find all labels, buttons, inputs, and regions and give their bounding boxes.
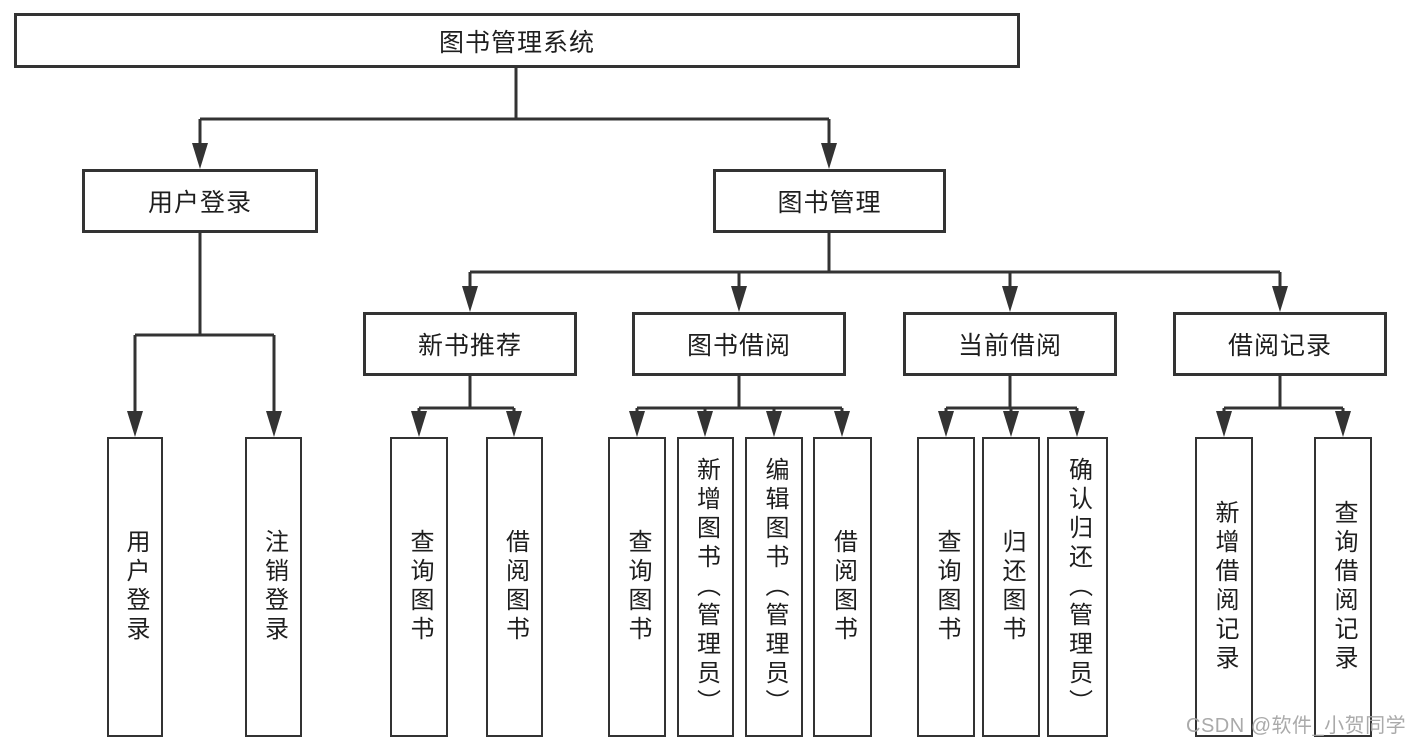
arrow-leaf-borrow-records-1 (1216, 411, 1232, 437)
arrow-leaf-book-borrow-4 (834, 411, 850, 437)
node-book-borrow-label: 图书借阅 (686, 332, 791, 360)
leaf-current-return: 归还图书 (982, 437, 1040, 737)
leaf-user-login-label: 用户登录 (122, 529, 149, 645)
leaf-logout: 注销登录 (245, 437, 302, 737)
arrow-book-mgmt (821, 143, 837, 169)
arrow-leaf-new-book-1 (411, 411, 427, 437)
arrow-leaf-book-borrow-2 (697, 411, 713, 437)
node-current-borrow: 当前借阅 (903, 312, 1117, 376)
node-new-book-rec: 新书推荐 (363, 312, 577, 376)
leaf-borrow-query: 查询图书 (608, 437, 666, 737)
leaf-newbook-borrow: 借阅图书 (486, 437, 543, 737)
leaf-newbook-borrow-label: 借阅图书 (501, 529, 529, 645)
arrow-leaf-current-borrow-1 (938, 411, 954, 437)
arrow-leaf-borrow-records-2 (1335, 411, 1351, 437)
node-root-system: 图书管理系统 (14, 13, 1020, 68)
arrow-new-book (462, 286, 478, 312)
arrow-leaf-user-login-1 (127, 411, 143, 437)
arrow-user-login (192, 143, 208, 169)
leaf-borrow-add-admin-label: 新增图书（管理员） (692, 456, 720, 718)
node-book-mgmt: 图书管理 (713, 169, 946, 233)
node-book-borrow: 图书借阅 (632, 312, 846, 376)
leaf-current-confirm-admin: 确认归还（管理员） (1047, 437, 1108, 737)
leaf-newbook-query-label: 查询图书 (406, 529, 433, 645)
leaf-records-add: 新增借阅记录 (1195, 437, 1253, 737)
leaf-borrow-book: 借阅图书 (813, 437, 872, 737)
arrow-leaf-current-borrow-3 (1069, 411, 1085, 437)
node-book-mgmt-label: 图书管理 (777, 189, 882, 217)
node-current-borrow-label: 当前借阅 (957, 332, 1062, 360)
leaf-borrow-add-admin: 新增图书（管理员） (677, 437, 734, 737)
leaf-records-query-label: 查询借阅记录 (1330, 500, 1357, 674)
node-new-book-rec-label: 新书推荐 (417, 332, 522, 360)
arrow-current-borrow (1002, 286, 1018, 312)
leaf-current-confirm-admin-label: 确认归还（管理员） (1064, 456, 1092, 718)
leaf-user-login: 用户登录 (107, 437, 163, 737)
leaf-borrow-edit-admin: 编辑图书（管理员） (745, 437, 803, 737)
leaf-borrow-edit-admin-label: 编辑图书（管理员） (761, 456, 788, 718)
arrowheads (127, 143, 1351, 437)
leaf-current-return-label: 归还图书 (998, 529, 1025, 645)
arrow-leaf-user-login-2 (266, 411, 282, 437)
leaf-borrow-query-label: 查询图书 (624, 529, 651, 645)
arrow-book-borrow (731, 286, 747, 312)
node-borrow-records: 借阅记录 (1173, 312, 1387, 376)
leaf-current-query: 查询图书 (917, 437, 975, 737)
node-borrow-records-label: 借阅记录 (1227, 332, 1332, 360)
leaf-logout-label: 注销登录 (260, 529, 288, 645)
arrow-leaf-current-borrow-2 (1003, 411, 1019, 437)
node-user-login-label: 用户登录 (147, 189, 252, 217)
arrow-borrow-records (1272, 286, 1288, 312)
csdn-watermark: CSDN @软件_小贺同学 (1186, 715, 1405, 737)
arrow-leaf-book-borrow-1 (629, 411, 645, 437)
leaf-records-query: 查询借阅记录 (1314, 437, 1372, 737)
leaf-current-query-label: 查询图书 (933, 529, 960, 645)
arrow-leaf-new-book-2 (506, 411, 522, 437)
arrow-leaf-book-borrow-3 (766, 411, 782, 437)
node-user-login: 用户登录 (82, 169, 318, 233)
leaf-records-add-label: 新增借阅记录 (1211, 500, 1238, 674)
leaf-borrow-book-label: 借阅图书 (829, 529, 857, 645)
leaf-newbook-query: 查询图书 (390, 437, 448, 737)
node-root-label: 图书管理系统 (438, 28, 595, 57)
